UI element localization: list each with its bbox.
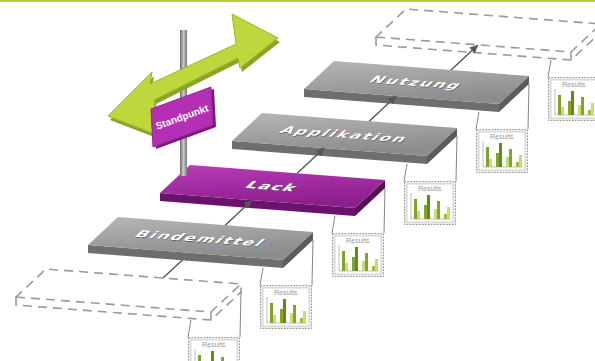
process-stage: Applikation: [232, 113, 457, 164]
results-chart: [405, 182, 456, 225]
chart-title: Results: [346, 237, 369, 244]
slab-top: [232, 113, 457, 156]
results-chart: [261, 286, 312, 329]
current-stage: Lack: [160, 165, 385, 216]
flow-arrow: [451, 45, 478, 70]
slab-top: [88, 217, 313, 260]
results-chart: [333, 234, 384, 277]
slab-top: [160, 165, 385, 208]
chart-title: Results: [418, 185, 441, 192]
sign-plate: [151, 87, 213, 147]
chart-title: Results: [490, 133, 513, 140]
results-chart: [477, 130, 528, 173]
callout-leaders: [188, 32, 595, 337]
chart-title: Results: [202, 341, 225, 348]
process-stage: Bindemittel: [88, 217, 313, 268]
process-stage: Nutzung: [304, 61, 529, 112]
results-chart: [549, 78, 595, 121]
position-sign: Standpunkt: [148, 84, 218, 150]
results-chart: [189, 338, 240, 361]
direction-arrow: [108, 14, 278, 136]
empty-stage-top: [376, 9, 595, 60]
slab-top: [304, 61, 529, 104]
chart-title: Results: [274, 289, 297, 296]
top-rule: [0, 0, 595, 2]
empty-stage-bottom: [16, 269, 241, 320]
chart-title: Results: [562, 81, 585, 88]
